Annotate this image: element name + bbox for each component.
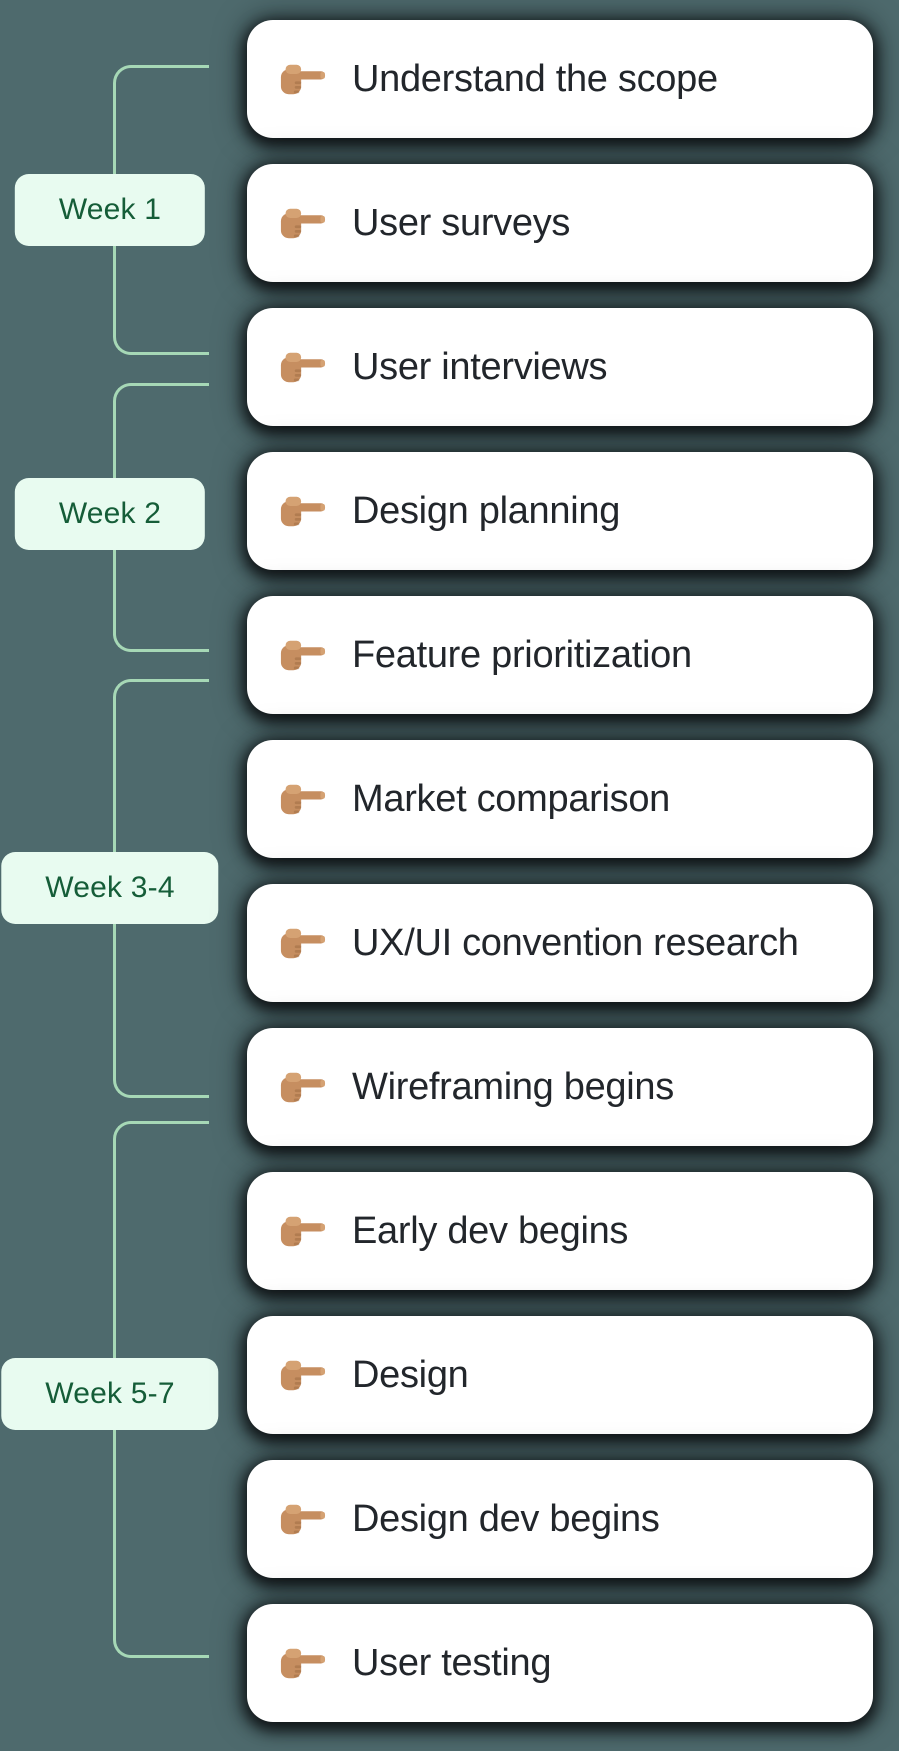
- backhand-index-pointing-right-icon: [280, 496, 326, 526]
- task-card-label: Market comparison: [352, 777, 671, 820]
- task-card-label: Design dev begins: [352, 1497, 660, 1540]
- task-card[interactable]: Feature prioritization: [247, 596, 873, 714]
- task-card[interactable]: User testing: [247, 1604, 873, 1722]
- backhand-index-pointing-right-icon: [280, 1216, 326, 1246]
- task-card-label: Design: [352, 1353, 469, 1396]
- task-card[interactable]: Market comparison: [247, 740, 873, 858]
- backhand-index-pointing-right-icon: [280, 1072, 326, 1102]
- task-card-label: UX/UI convention research: [352, 921, 799, 964]
- backhand-index-pointing-right-icon: [280, 784, 326, 814]
- week-label[interactable]: Week 3-4: [1, 852, 219, 924]
- task-card-label: Wireframing begins: [352, 1065, 674, 1108]
- task-card[interactable]: Design: [247, 1316, 873, 1434]
- week-label-text: Week 5-7: [45, 1377, 175, 1410]
- task-card[interactable]: User surveys: [247, 164, 873, 282]
- week-label[interactable]: Week 2: [14, 478, 206, 550]
- backhand-index-pointing-right-icon: [280, 352, 326, 382]
- task-card-label: User interviews: [352, 345, 608, 388]
- week-label[interactable]: Week 5-7: [1, 1358, 219, 1430]
- task-card-label: Design planning: [352, 489, 621, 532]
- backhand-index-pointing-right-icon: [280, 640, 326, 670]
- backhand-index-pointing-right-icon: [280, 64, 326, 94]
- task-card-label: Early dev begins: [352, 1209, 629, 1252]
- week-label-text: Week 2: [58, 497, 162, 530]
- backhand-index-pointing-right-icon: [280, 1504, 326, 1534]
- task-card-label: Feature prioritization: [352, 633, 692, 676]
- backhand-index-pointing-right-icon: [280, 208, 326, 238]
- week-label[interactable]: Week 1: [14, 174, 206, 246]
- task-card-label: User testing: [352, 1641, 552, 1684]
- task-card[interactable]: Design planning: [247, 452, 873, 570]
- backhand-index-pointing-right-icon: [280, 928, 326, 958]
- week-label-text: Week 3-4: [45, 871, 175, 904]
- task-card-label: User surveys: [352, 201, 571, 244]
- backhand-index-pointing-right-icon: [280, 1648, 326, 1678]
- task-card[interactable]: Understand the scope: [247, 20, 873, 138]
- task-card[interactable]: Wireframing begins: [247, 1028, 873, 1146]
- week-label-text: Week 1: [58, 193, 162, 226]
- task-card[interactable]: Early dev begins: [247, 1172, 873, 1290]
- task-card[interactable]: Design dev begins: [247, 1460, 873, 1578]
- task-card-label: Understand the scope: [352, 57, 718, 100]
- task-card[interactable]: User interviews: [247, 308, 873, 426]
- task-card[interactable]: UX/UI convention research: [247, 884, 873, 1002]
- backhand-index-pointing-right-icon: [280, 1360, 326, 1390]
